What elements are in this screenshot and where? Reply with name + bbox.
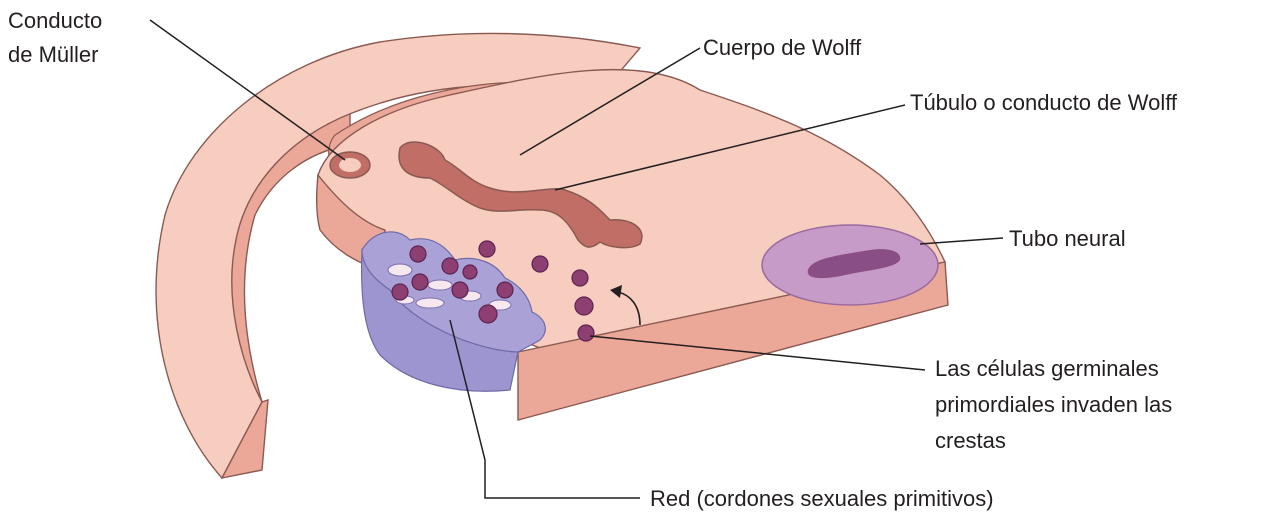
germ-cell	[479, 241, 495, 257]
germ-cell	[578, 325, 594, 341]
sex-cord	[388, 264, 412, 276]
label-germ-line1: Las células germinales	[935, 356, 1159, 381]
label-muller-line1: Conducto	[8, 8, 102, 33]
germ-cell	[532, 256, 548, 272]
sex-cord	[428, 280, 452, 290]
label-muller-line2: de Müller	[8, 42, 98, 67]
germ-cell	[442, 258, 458, 274]
germ-cell	[463, 265, 477, 279]
germ-cell	[410, 246, 426, 262]
label-germ-line3: crestas	[935, 428, 1006, 453]
germ-cell	[572, 270, 588, 286]
sex-cord	[416, 298, 444, 308]
label-germ-line2: primordiales invaden las	[935, 392, 1172, 417]
label-wolff-tubule: Túbulo o conducto de Wolff	[910, 90, 1178, 115]
label-rete: Red (cordones sexuales primitivos)	[650, 486, 994, 511]
muller-duct-lumen	[339, 158, 361, 172]
germ-cell	[497, 282, 513, 298]
germ-cell	[412, 274, 428, 290]
germ-cell	[452, 282, 468, 298]
label-neural-tube: Tubo neural	[1009, 226, 1126, 251]
germ-cell	[479, 305, 497, 323]
germ-cell	[575, 297, 593, 315]
germ-cell	[392, 284, 408, 300]
label-wolff-body: Cuerpo de Wolff	[703, 35, 862, 60]
